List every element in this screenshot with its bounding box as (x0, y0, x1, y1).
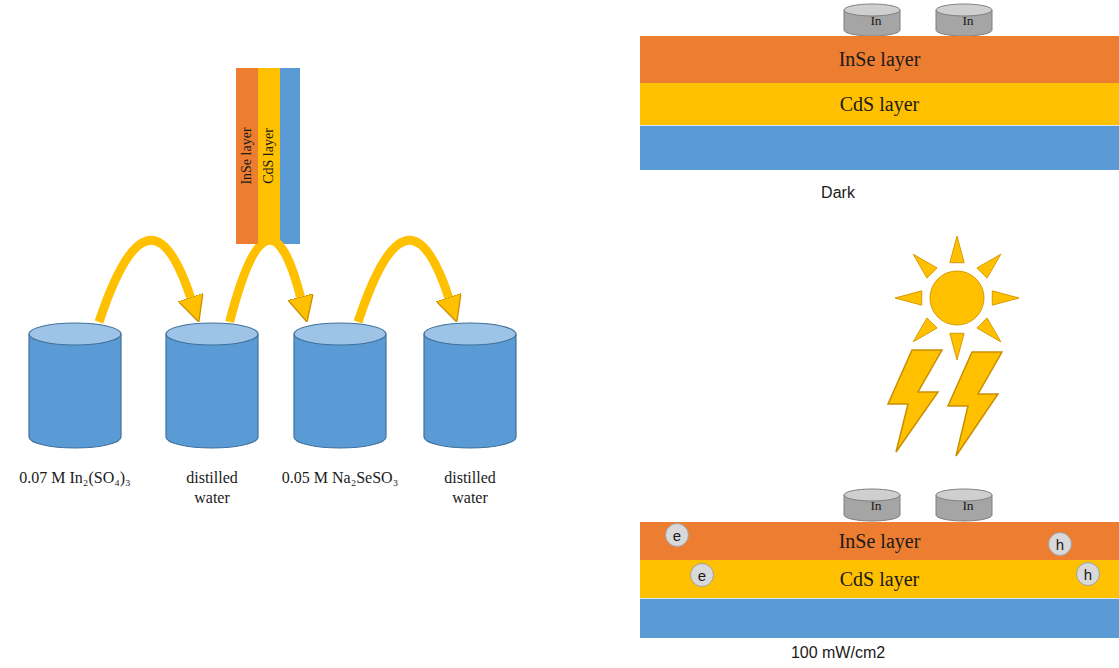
substrate-band (640, 125, 1119, 170)
layer-label: InSe layer (839, 48, 921, 71)
layer-label: InSe layer (839, 530, 921, 553)
carrier-label: e (673, 528, 681, 543)
cds-layer: CdS layer (640, 83, 1119, 125)
beaker-cylinder (292, 322, 388, 450)
in-contact: In (935, 488, 1001, 522)
light-bolt (888, 350, 1002, 456)
sun-ray (913, 318, 937, 342)
inse-layer-strip: InSe layer (236, 68, 258, 244)
sun-symbol (895, 236, 1019, 360)
hole-dot: h (1076, 562, 1100, 586)
layer-separators (640, 83, 1119, 598)
cds-layer-strip: CdS layer (258, 68, 280, 244)
beaker-cylinder (27, 322, 123, 450)
sun-ray (913, 254, 937, 278)
in-contact: In (843, 3, 909, 37)
substrate-strip (280, 68, 300, 244)
carrier-label: h (1056, 537, 1064, 552)
condition-label: Dark (821, 184, 855, 202)
electron-dot: e (690, 563, 714, 587)
transfer-arrow (99, 240, 191, 322)
sun-ray (977, 254, 1001, 278)
transfer-arrow (358, 240, 449, 322)
sun-ray (992, 291, 1019, 305)
carrier-label: h (1084, 567, 1092, 582)
in-contact: In (843, 488, 909, 522)
sun-ray (895, 291, 922, 305)
layer-label: CdS layer (840, 568, 919, 591)
intensity-label: 100 mW/cm2 (791, 644, 885, 662)
beaker: distilled water (415, 322, 525, 508)
in-contact: In (935, 3, 1001, 37)
solution-label: distilled water (172, 468, 252, 508)
beaker: 0.05 M Na₂SeSO₃ (265, 322, 415, 488)
solution-label: 0.07 M In₂(SO₄)₃ (2, 468, 148, 488)
hole-dot: h (1048, 532, 1072, 556)
solution-label: 0.05 M Na₂SeSO₃ (267, 468, 413, 488)
inse-layer: InSe layer e h (640, 522, 1119, 560)
contact-label: In (843, 499, 909, 513)
substrate-band (640, 598, 1119, 638)
beaker: 0.07 M In₂(SO₄)₃ (0, 322, 150, 488)
transfer-arrow (230, 240, 301, 322)
electron-dot: e (665, 523, 689, 547)
beaker-cylinder (164, 322, 260, 450)
contact-label: In (843, 14, 909, 28)
sun-ray (977, 318, 1001, 342)
layer-label: InSe layer (239, 127, 255, 184)
contact-label: In (935, 14, 1001, 28)
layer-label: CdS layer (261, 128, 277, 184)
inse-layer: InSe layer (640, 36, 1119, 83)
cds-layer: CdS layer e h (640, 560, 1119, 598)
contact-label: In (935, 499, 1001, 513)
sun-ray (950, 333, 964, 360)
carrier-label: e (698, 568, 706, 583)
beaker-cylinder (422, 322, 518, 450)
sun-ray (950, 236, 964, 263)
beaker: distilled water (157, 322, 267, 508)
solution-label: distilled water (430, 468, 510, 508)
layer-label: CdS layer (840, 93, 919, 116)
